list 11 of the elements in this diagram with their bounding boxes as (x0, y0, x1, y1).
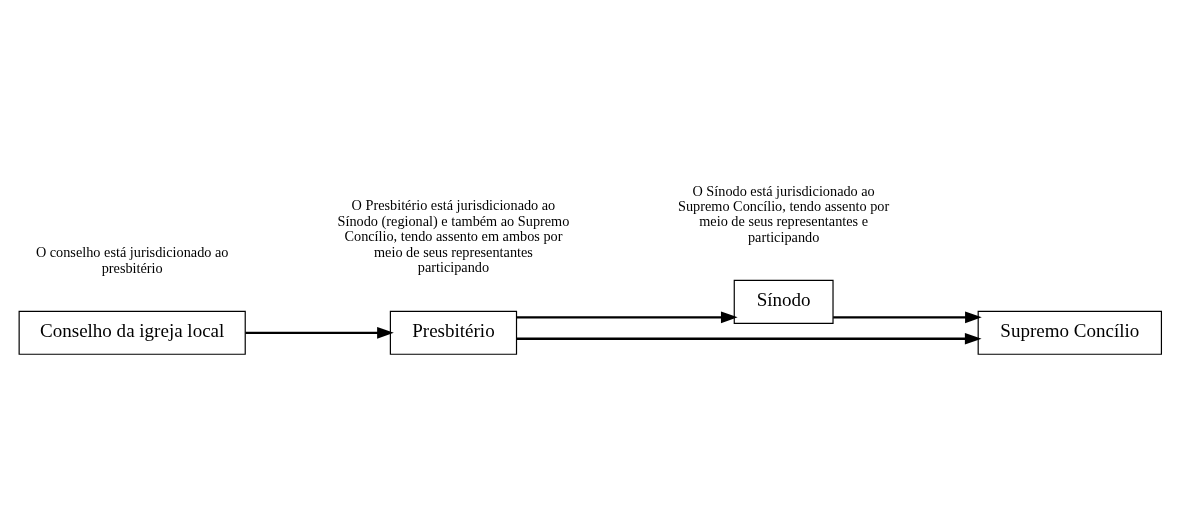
arrow (245, 326, 394, 339)
node-label: O conselho está jurisdicionado ao presbitério (35, 243, 229, 276)
node-label: O Presbitério está jurisdicionado ao Sínodo (regional) e também ao Supremo Concílio, tendo assento em ambos por meio de seus representantes participando (337, 196, 570, 275)
node-box: Supremo Concílio (977, 310, 1162, 355)
node-box: Sínodo (733, 279, 834, 324)
arrow (516, 332, 982, 345)
node-box: Conselho da igreja local (18, 310, 246, 355)
node-box: Presbitério (389, 310, 518, 355)
arrow (833, 311, 982, 323)
arrow (516, 311, 738, 323)
node-label: O Sínodo está jurisdicionado ao Supremo Concílio, tendo assento por meio de seus representantes e participando (678, 182, 890, 245)
